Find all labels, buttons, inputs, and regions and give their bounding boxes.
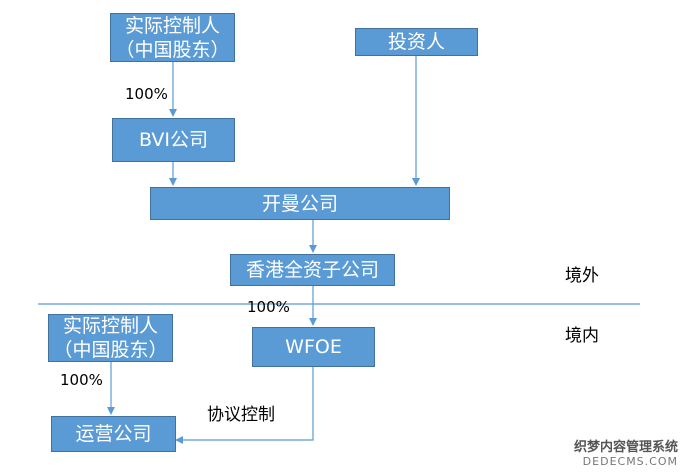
- pct-hk-wfoe: 100%: [247, 298, 290, 316]
- cayman-label: 开曼公司: [261, 192, 338, 215]
- hk-subsidiary-box: 香港全资子公司: [230, 254, 395, 286]
- controller-overseas-line1: 实际控制人: [124, 14, 220, 37]
- vie-agreement-label: 协议控制: [207, 405, 275, 425]
- bvi-label: BVI公司: [138, 129, 209, 151]
- pct-controller-opco: 100%: [60, 371, 103, 389]
- actual-controller-domestic-box: 实际控制人 （中国股东）: [48, 314, 173, 362]
- actual-controller-overseas-box: 实际控制人 （中国股东）: [110, 13, 235, 62]
- operating-company-box: 运营公司: [51, 416, 176, 452]
- cayman-company-box: 开曼公司: [150, 187, 450, 220]
- region-label-offshore: 境外: [565, 266, 599, 286]
- hk-sub-label: 香港全资子公司: [245, 259, 379, 281]
- investor-box: 投资人: [355, 28, 478, 56]
- region-label-onshore: 境内: [565, 326, 599, 346]
- wfoe-box: WFOE: [252, 327, 375, 367]
- controller-domestic-line2: （中国股东）: [53, 339, 168, 361]
- controller-overseas-line2: （中国股东）: [115, 38, 230, 61]
- arrow-wfoe-opco-agreement: [175, 360, 317, 444]
- opco-label: 运营公司: [75, 423, 152, 445]
- bvi-company-box: BVI公司: [112, 118, 235, 162]
- pct-controller-bvi: 100%: [125, 85, 168, 103]
- controller-domestic-line1: 实际控制人: [62, 315, 158, 337]
- watermark: 织梦内容管理系统 DEDECMS.COM: [574, 436, 678, 468]
- watermark-line2: DEDECMS.COM: [582, 455, 678, 468]
- wfoe-label: WFOE: [285, 336, 342, 358]
- investor-label: 投资人: [387, 31, 445, 53]
- watermark-line1: 织梦内容管理系统: [573, 440, 678, 455]
